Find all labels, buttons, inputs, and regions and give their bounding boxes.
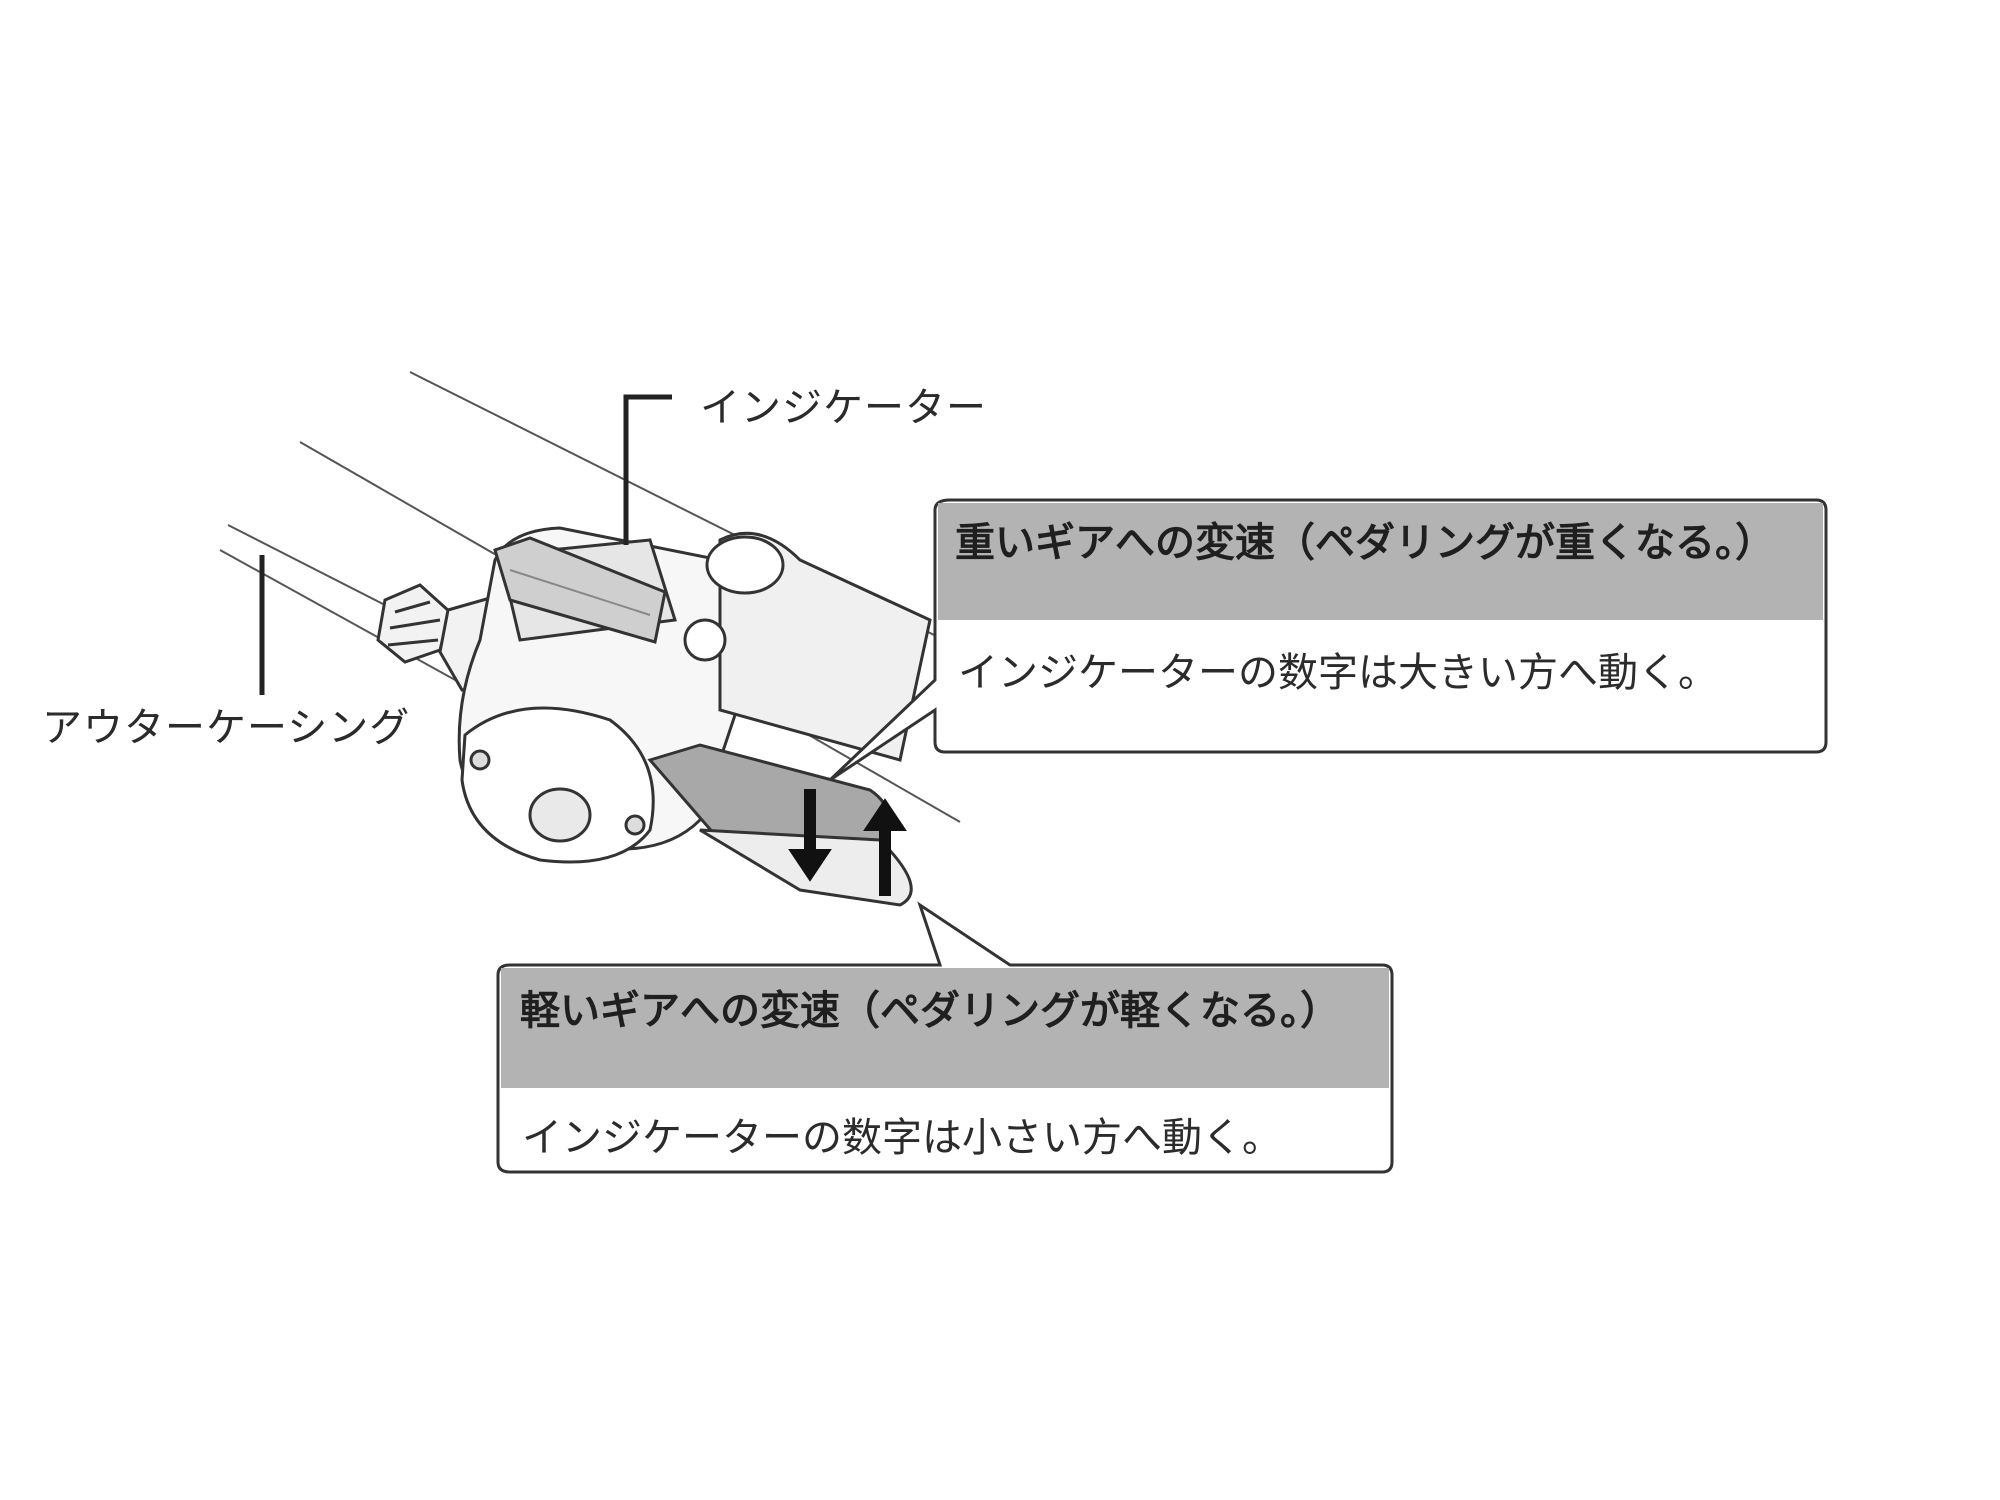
heavy-gear-body: インジケーターの数字は大きい方へ動く。 xyxy=(958,650,1718,696)
light-gear-body: インジケーターの数字は小さい方へ動く。 xyxy=(522,1115,1282,1161)
light-gear-title: 軽いギアへの変速（ペダリングが軽くなる。） xyxy=(520,988,1340,1034)
heavy-gear-title: 重いギアへの変速（ペダリングが重くなる。） xyxy=(955,520,1775,566)
shifter-body xyxy=(457,526,932,907)
indicator-label: インジケーター xyxy=(700,385,987,431)
indicator-leader xyxy=(623,394,672,545)
shift-arrows xyxy=(788,789,907,896)
outer-casing-label: アウターケーシング xyxy=(42,705,411,751)
light-gear-callout xyxy=(496,901,1394,1174)
heavy-gear-callout xyxy=(828,498,1828,782)
